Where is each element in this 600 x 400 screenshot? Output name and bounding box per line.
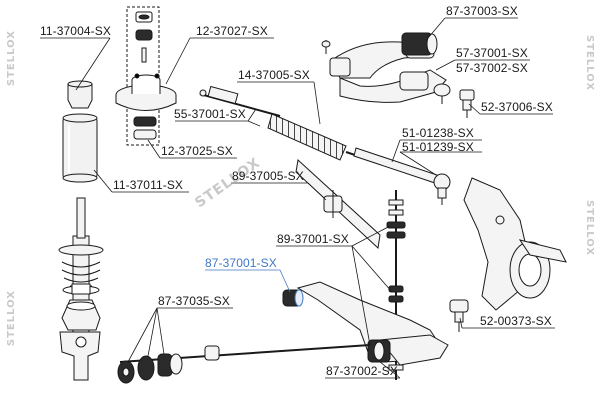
label-52-00373: 52-00373-SX: [480, 314, 552, 328]
strut-mount-part: [115, 73, 177, 111]
label-55-37001: 55-37001-SX: [174, 107, 246, 121]
watermark-right-2: STELLOX: [584, 200, 595, 257]
label-89-37001: 89-37001-SX: [277, 232, 349, 246]
strut-bearing-part: [133, 116, 157, 140]
tie-rod-end-part: [353, 147, 451, 205]
label-57-37002: 57-37002-SX: [456, 61, 528, 75]
watermark-left: STELLOX: [6, 30, 17, 87]
label-87-37035: 87-37035-SX: [158, 294, 230, 308]
dust-boot-part: [62, 113, 98, 183]
bump-stop-part: [67, 80, 93, 109]
ball-joint-upper-part: [459, 89, 475, 118]
label-51-01239: 51-01239-SX: [402, 140, 474, 154]
label-14-37005: 14-37005-SX: [238, 68, 310, 82]
label-12-37025: 12-37025-SX: [161, 144, 233, 158]
strut-mount-parts: [135, 11, 153, 63]
watermark-left-2: STELLOX: [6, 290, 17, 347]
label-11-37011: 11-37011-SX: [113, 178, 184, 192]
label-52-37006: 52-37006-SX: [481, 100, 553, 114]
leader-lines: [40, 17, 555, 379]
label-87-37002: 87-37002-SX: [326, 364, 398, 378]
label-51-01238: 51-01238-SX: [402, 126, 474, 140]
watermark-right: STELLOX: [584, 35, 595, 92]
lower-arm-bushing-highlighted: [282, 289, 304, 307]
radius-rod-bushings-part: [117, 353, 183, 384]
highlight-leader-pointer: [279, 269, 291, 293]
ball-joint-lower-part: [449, 299, 469, 332]
lower-control-arm-part: [296, 281, 449, 366]
label-87-37001-highlighted: 87-37001-SX: [205, 256, 277, 270]
label-12-37027: 12-37027-SX: [196, 24, 268, 38]
label-89-37005: 89-37005-SX: [232, 169, 304, 183]
stabilizer-bar-part: [295, 159, 381, 250]
upper-arm-bushing-part: [401, 32, 438, 56]
label-11-37004: 11-37004-SX: [40, 24, 111, 38]
label-87-37003: 87-37003-SX: [446, 4, 518, 18]
shock-absorber-strut: [58, 197, 104, 381]
label-57-37001: 57-37001-SX: [456, 46, 528, 60]
steering-knuckle-part: [463, 177, 567, 311]
